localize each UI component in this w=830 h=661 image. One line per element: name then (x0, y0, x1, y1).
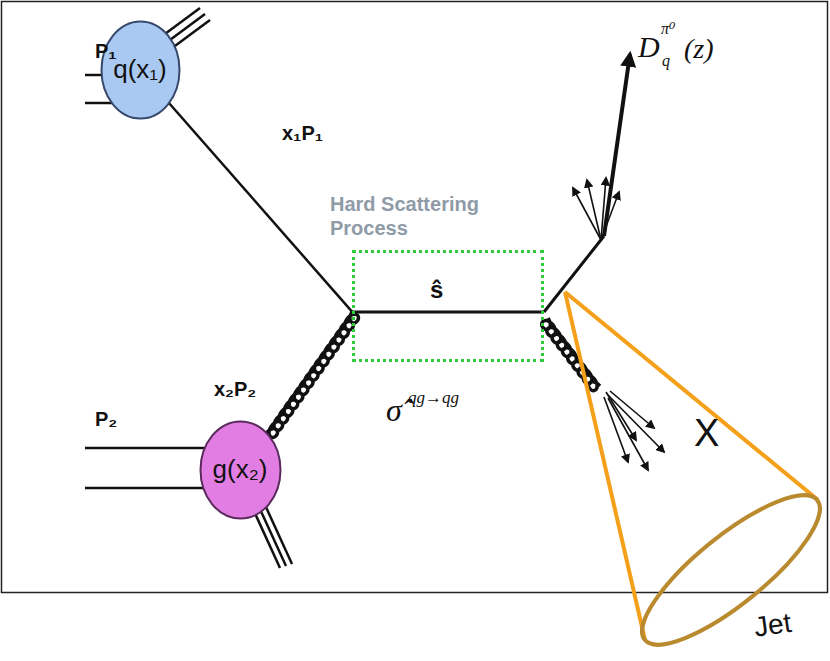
fragment-arrow (587, 180, 601, 240)
hadron-superscript: π⁰ (661, 20, 675, 38)
jet-arrow (604, 397, 628, 462)
gluon-line (266, 312, 358, 438)
jet-arrow (608, 398, 648, 470)
flavour-subscript: q (662, 52, 670, 70)
outer-frame (2, 2, 828, 593)
cone-side (565, 292, 818, 500)
fragmentation-symbol: D (638, 30, 660, 65)
quark-line (169, 103, 352, 312)
fragment-arrow (601, 192, 619, 240)
jet-cone (565, 292, 830, 661)
fragment-arrows (573, 178, 619, 240)
parton-label: g(x₂) (199, 454, 282, 485)
parton-ellipse: q(x₁) (100, 20, 181, 120)
energy-label: ŝ (430, 276, 443, 304)
jet-arrow (610, 391, 654, 428)
momentum-label: x₂P₂ (214, 378, 256, 401)
outgoing-gluon (542, 318, 600, 391)
remnant-label: X (694, 412, 719, 456)
parton-ellipse: g(x₂) (199, 420, 282, 520)
cross-section-symbol: σ̂ (386, 392, 402, 429)
jet-arrow (608, 395, 664, 452)
process-border (352, 250, 544, 362)
momentum-label: x₁P₁ (282, 122, 323, 145)
cone-rim (623, 474, 830, 661)
leading-hadron-arrow (604, 54, 630, 236)
fragment-arrow (573, 188, 601, 240)
beam-label: P₂ (95, 408, 117, 431)
propagator-line (352, 311, 544, 314)
beam-label: P₁ (95, 40, 117, 63)
process-superscript: qg→qg (408, 388, 459, 408)
jet-label: Jet (752, 607, 793, 644)
cone-side (565, 292, 645, 640)
proton-lines (85, 75, 240, 488)
process-heading: Hard Scattering Process (330, 192, 546, 240)
jet-arrows (604, 391, 664, 470)
fragmentation-argument: (z) (684, 33, 714, 65)
